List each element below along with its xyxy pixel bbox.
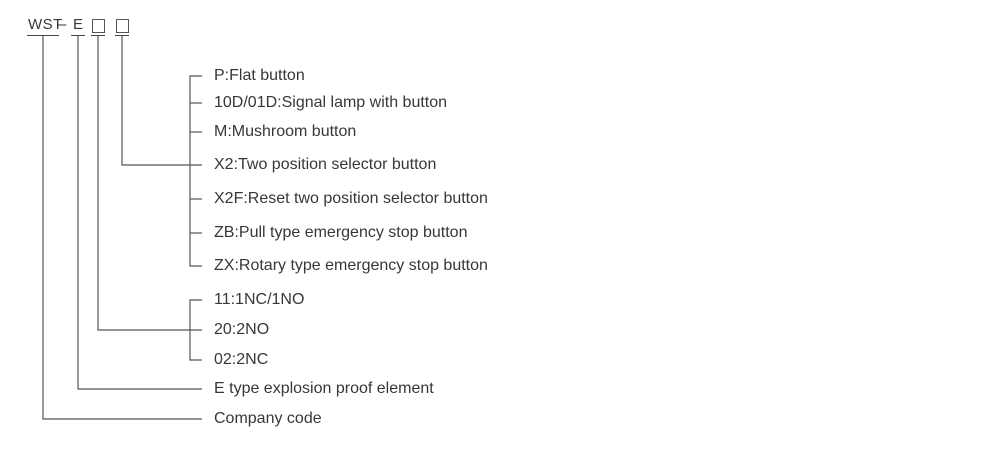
option-two-position-selector: X2:Two position selector button [214,156,437,173]
prefix-underline [27,35,59,36]
code-prefix: WST [28,16,63,33]
option-rotary-emergency-stop: ZX:Rotary type emergency stop button [214,257,488,274]
code-slot-2-box [116,19,129,33]
option-contact-20: 20:2NO [214,321,270,338]
code-element: E [73,16,84,33]
option-pull-emergency-stop: ZB:Pull type emergency stop button [214,224,468,241]
slot1-underline [91,35,105,36]
slot2-underline [115,35,129,36]
code-slot-1-box [92,19,105,33]
company-code-label: Company code [214,410,322,427]
option-contact-02: 02:2NC [214,351,269,368]
option-signal-lamp-button: 10D/01D:Signal lamp with button [214,94,448,111]
option-flat-button: P:Flat button [214,67,305,84]
element-underline [71,35,85,36]
code-dash: – [58,16,67,33]
element-label: E type explosion proof element [214,380,434,397]
option-contact-11: 11:1NC/1NO [214,291,305,308]
option-mushroom-button: M:Mushroom button [214,123,357,140]
option-reset-two-position-selector: X2F:Reset two position selector button [214,190,488,207]
